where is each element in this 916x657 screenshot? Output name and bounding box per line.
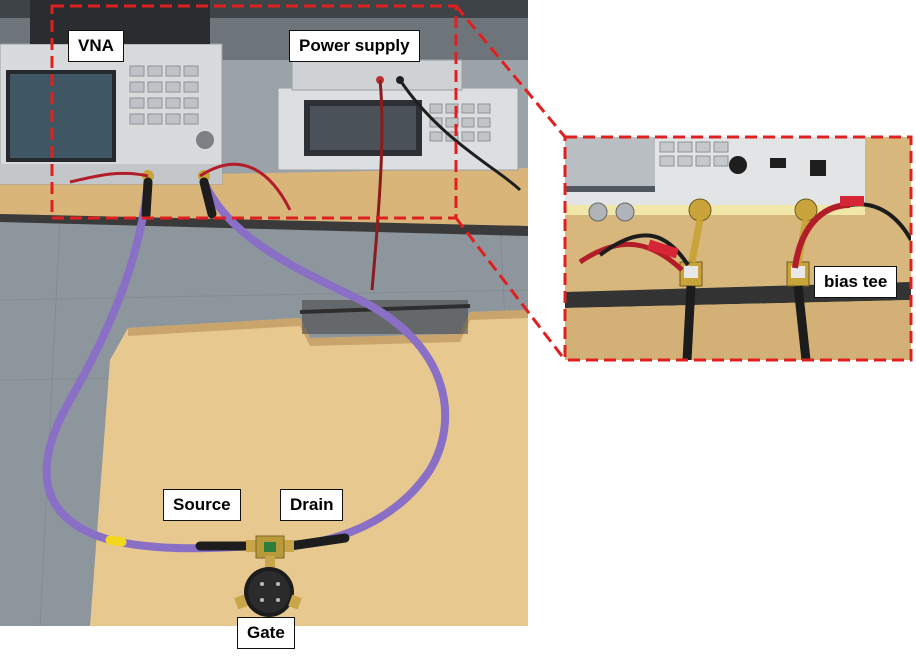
callout-connector-bottom [454,217,567,361]
vna-instrument [0,43,223,185]
vna-label: VNA [68,30,124,62]
bias-tee-label: bias tee [814,266,898,298]
gate-label: Gate [237,617,295,649]
inset-frame [563,135,913,362]
source-label: Source [163,489,241,521]
inset-photo [565,137,911,360]
callout-region [50,4,458,220]
main-photo [0,0,528,626]
lower-table [90,300,528,626]
power-supply-label: Power supply [289,30,420,62]
drain-label: Drain [280,489,344,521]
test-fixture [234,535,302,617]
callout-connector-top [454,5,567,138]
purple-cables [42,177,450,553]
power-supply-instrument [277,59,519,171]
